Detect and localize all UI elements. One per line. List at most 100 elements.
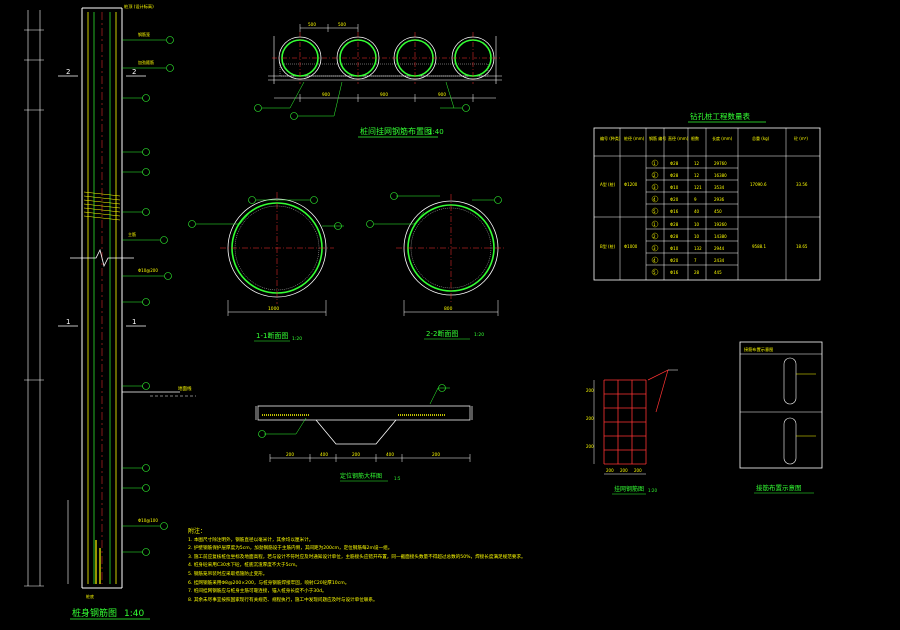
- table-a-row1-length: 29760: [714, 161, 727, 166]
- quantity-table-title: 钻孔桩工程数量表: [690, 111, 750, 121]
- note-line: 1. 本图尺寸除注明外，钢筋直径以毫米计，其余均以厘米计。: [188, 537, 314, 543]
- mesh-bottom-dim-1: 200: [606, 468, 614, 473]
- table-a-row1-mark: 1: [653, 161, 656, 166]
- table-group-b-diameter: Φ1000: [624, 244, 638, 249]
- spacer-dim-d: 400: [386, 452, 394, 457]
- table-b-row2-dia: Φ28: [670, 234, 679, 239]
- mesh-side-dim-3: 200: [586, 444, 594, 449]
- table-a-row4-mark: 4: [653, 197, 656, 202]
- section-2-2-scale: 1:20: [474, 332, 484, 338]
- table-b-row5-length: 445: [714, 270, 722, 275]
- pile-top-note: 桩顶 (设计标高): [124, 3, 154, 10]
- note-line: 7. 桩间挂网钢筋应与桩身主筋可靠连接，锚入桩身长度不小于30d。: [188, 589, 327, 595]
- pile-group-dim-c: 900: [322, 92, 330, 97]
- spacer-dim-a: 200: [286, 452, 294, 457]
- table-b-row2-length: 14380: [714, 234, 727, 239]
- table-b-row1-count: 10: [694, 222, 700, 227]
- table-group-a-concrete: 33.56: [796, 182, 808, 187]
- table-b-row5-count: 28: [694, 270, 700, 275]
- spacer-detail-scale: 1:5: [394, 476, 401, 481]
- table-a-row2-count: 12: [694, 173, 700, 178]
- pile-group-dim-b: 500: [338, 22, 346, 27]
- table-b-row4-mark: 4: [653, 258, 656, 263]
- table-a-row5-mark: 5: [653, 209, 656, 214]
- note-line: 2. 护壁钢筋保护层厚度为5cm，加劲钢筋设于主筋内侧，其间距为200cm，定位…: [188, 546, 393, 552]
- table-b-row4-dia: Φ20: [670, 258, 679, 263]
- table-group-a-weight: 17090.6: [750, 182, 767, 187]
- table-header-count: 根数: [691, 135, 699, 141]
- table-a-row4-length: 2936: [714, 197, 725, 202]
- ground-line-label: 地面线: [178, 385, 192, 392]
- pile-group-dim-e: 900: [438, 92, 446, 97]
- pile-reinforcement-title: 桩身钢筋图: [72, 607, 117, 619]
- section-1-1-title: 1-1断面图: [256, 331, 288, 340]
- pile-group-plan: 500 500 900 900 900 桩间挂网钢筋布置图 1:40: [254, 22, 502, 138]
- mesh-detail-title: 挂网钢筋图: [614, 485, 644, 493]
- table-a-row1-dia: Φ28: [670, 161, 679, 166]
- table-header-length: 长度 (mm): [712, 135, 733, 141]
- table-group-b-type: B型 (桩): [600, 243, 616, 249]
- table-a-row1-count: 12: [694, 161, 700, 166]
- pile-group-dim-d: 900: [380, 92, 388, 97]
- note-line: 5. 钢筋笼吊装时应采取措施防止变形。: [188, 571, 268, 577]
- table-b-row4-count: 7: [694, 258, 697, 263]
- pile-elevation: 2 2 1 1 地面线 桩顶 (设计标高): [24, 3, 196, 620]
- table-group-a-type: A型 (桩): [600, 181, 616, 187]
- section-1-1-scale: 1:20: [292, 336, 302, 342]
- table-a-row5-length: 450: [714, 209, 722, 214]
- table-b-row3-dia: Φ10: [670, 246, 679, 251]
- note-line: 6. 挂网钢筋采用Φ8@200×200，与桩身钢筋焊接牢固，喷射C20砼厚10c…: [188, 580, 350, 586]
- quantity-table: 钻孔桩工程数量表 编号 (种类) 桩径 (mm) 钢筋 编号: [593, 111, 821, 281]
- section-mark-2-right: 2: [132, 68, 136, 76]
- table-header-concrete: 砼 (m³): [794, 135, 808, 141]
- spacer-detail: 200 400 200 400 200 定位钢筋大样图 1:5: [255, 384, 473, 482]
- pile-label-spiral: Φ10@200: [138, 268, 158, 273]
- section-1-1: 1000 1-1断面图 1:20: [188, 192, 344, 342]
- table-header-diameter: 桩径 (mm): [624, 135, 645, 141]
- pile-label-cage: 钢筋笼: [138, 31, 150, 37]
- section-1-1-width: 1000: [268, 306, 279, 312]
- spacer-dim-c: 200: [352, 452, 360, 457]
- note-line: 8. 其余未尽事宜按照国家现行有关规范、规程执行，施工中发现问题应及时与设计单位…: [188, 597, 378, 603]
- pile-label-spiral-dense: Φ10@100: [138, 518, 158, 523]
- table-a-row4-count: 9: [694, 197, 697, 202]
- section-2-2-title: 2-2断面图: [426, 329, 458, 338]
- table-a-row3-mark: 3: [653, 185, 656, 190]
- table-a-row2-length: 16380: [714, 173, 727, 178]
- table-b-row3-length: 2944: [714, 246, 725, 251]
- table-b-row5-mark: 5: [653, 270, 656, 275]
- spacer-dim-b: 400: [320, 452, 328, 457]
- spacer-dim-e: 200: [432, 452, 440, 457]
- table-b-row5-dia: Φ16: [670, 270, 679, 275]
- table-a-row4-dia: Φ20: [670, 197, 679, 202]
- table-group-b-weight: 9588.1: [752, 244, 766, 249]
- table-header-type: 编号 (种类): [600, 135, 621, 141]
- table-group-a-diameter: Φ1200: [624, 182, 638, 187]
- spacer-detail-title: 定位钢筋大样图: [340, 472, 382, 480]
- pile-group-title: 桩间挂网钢筋布置图: [360, 126, 432, 136]
- table-group-b-concrete: 18.65: [796, 244, 808, 249]
- table-b-row3-mark: 3: [653, 246, 656, 251]
- table-header-mark: 钢筋 编号: [649, 135, 666, 141]
- pile-rebar-callouts: [142, 36, 174, 556]
- mesh-detail-scale: 1:20: [648, 488, 657, 493]
- notes-heading: 附注：: [188, 528, 207, 535]
- section-2-2: 800 2-2断面图 1:20: [366, 192, 506, 340]
- table-a-row2-dia: Φ28: [670, 173, 679, 178]
- table-a-row3-length: 3534: [714, 185, 725, 190]
- section-mark-1-right: 1: [132, 318, 136, 326]
- pile-group-dim-a: 500: [308, 22, 316, 27]
- pile-reinforcement-scale: 1:40: [124, 609, 144, 619]
- mesh-detail: 200 200 200 200 200 200 挂网钢筋图 1:20: [586, 369, 678, 495]
- mesh-bottom-dim-3: 200: [634, 468, 642, 473]
- table-a-row3-count: 121: [694, 185, 702, 190]
- splice-detail: 接筋布置示意图 接筋布置示意图: [739, 341, 823, 494]
- table-b-row2-count: 10: [694, 234, 700, 239]
- section-mark-1-left: 1: [66, 318, 70, 326]
- table-b-row1-dia: Φ28: [670, 222, 679, 227]
- pile-label-bottom: 桩底: [86, 593, 94, 599]
- table-b-row1-length: 19260: [714, 222, 727, 227]
- mesh-bottom-dim-2: 200: [620, 468, 628, 473]
- table-b-row3-count: 132: [694, 246, 702, 251]
